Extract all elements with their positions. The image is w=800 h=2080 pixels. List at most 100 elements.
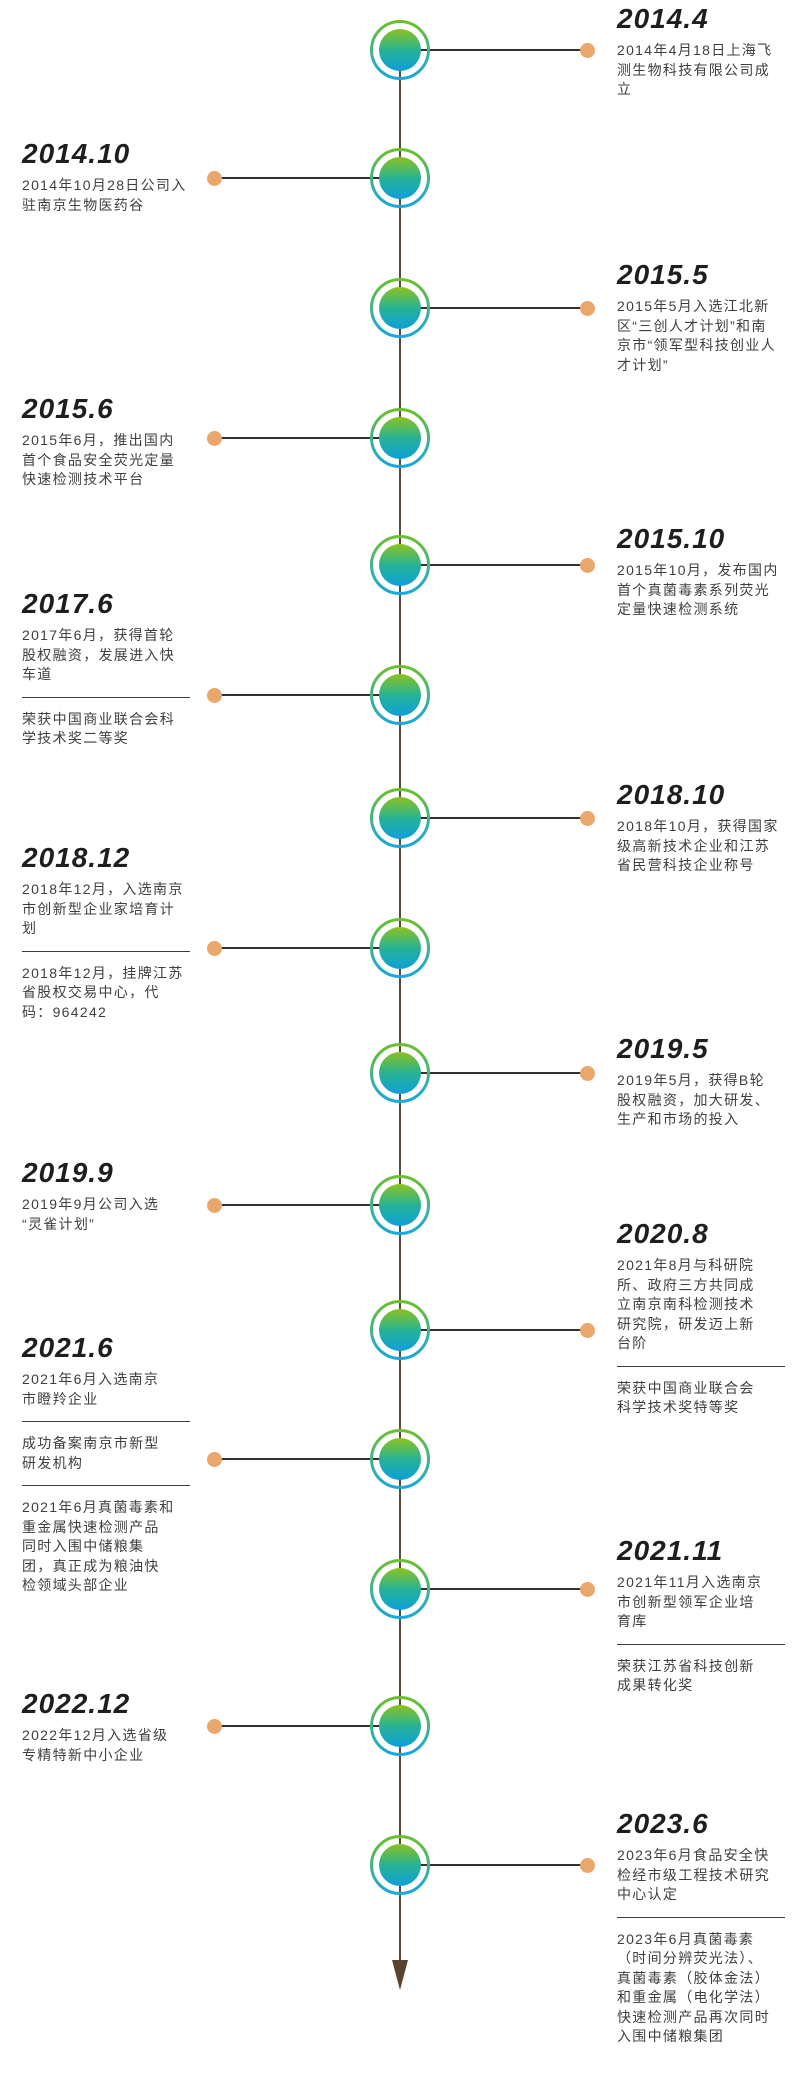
section-divider (22, 1485, 190, 1486)
connector-line (216, 694, 400, 696)
timeline-axis-line (399, 50, 401, 1962)
gradient-circle-node-icon (370, 20, 430, 80)
section-divider (22, 1421, 190, 1422)
entry-date: 2023.6 (617, 1808, 709, 1839)
gradient-circle-node-icon (370, 535, 430, 595)
timeline-entry: 2021.6 2021年6月入选南京 市瞪羚企业 成功备案南京市新型 研发机构 … (22, 1331, 208, 1596)
entry-description: 2015年6月，推出国内 首个食品安全荧光定量 快速检测技术平台 (22, 432, 175, 487)
gradient-circle-node-icon (370, 1696, 430, 1756)
entry-description: 2021年8月与科研院 所、政府三方共同成 立南京南科检测技术 研究院，研发迈上… (617, 1257, 755, 1351)
timeline-entry: 2018.12 2018年12月，入选南京 市创新型企业家培育计 划 2018年… (22, 841, 208, 1022)
entry-description: 2021年6月入选南京 市瞪羚企业 (22, 1371, 160, 1407)
section-divider (617, 1365, 785, 1367)
timeline-entry: 2019.9 2019年9月公司入选 “灵雀计划” (22, 1156, 208, 1234)
entry-date: 2018.10 (617, 779, 726, 810)
gradient-circle-node-icon (370, 1559, 430, 1619)
gradient-circle-node-icon (370, 1043, 430, 1103)
entry-description: 荣获江苏省科技创新 成果转化奖 (617, 1657, 755, 1694)
entry-date: 2019.9 (22, 1157, 114, 1188)
entry-date: 2015.6 (22, 393, 114, 424)
connector-line (400, 1864, 584, 1866)
connector-line (400, 564, 584, 566)
connector-endpoint-dot (207, 1198, 222, 1213)
gradient-circle-node-icon (370, 665, 430, 725)
section-divider (617, 1643, 785, 1645)
connector-line (400, 1072, 584, 1074)
entry-description: 2014年4月18日上海飞 测生物科技有限公司成 立 (617, 42, 773, 97)
timeline-entry: 2022.12 2022年12月入选省级 专精特新中小企业 (22, 1687, 208, 1765)
entry-date: 2015.5 (617, 259, 709, 290)
entry-description: 2022年12月入选省级 专精特新中小企业 (22, 1727, 169, 1763)
entry-date: 2021.11 (617, 1535, 724, 1566)
connector-line (216, 1204, 400, 1206)
gradient-circle-node-icon (370, 1429, 430, 1489)
entry-description: 2023年6月食品安全快 检经市级工程技术研究 中心认定 (617, 1847, 770, 1902)
entry-description: 2014年10月28日公司入 驻南京生物医药谷 (22, 177, 187, 213)
entry-date: 2020.8 (617, 1218, 709, 1249)
entry-description: 2019年9月公司入选 “灵雀计划” (22, 1196, 160, 1232)
connector-line (400, 1329, 584, 1331)
connector-line (400, 1588, 584, 1590)
connector-endpoint-dot (580, 1066, 595, 1081)
connector-endpoint-dot (207, 941, 222, 956)
timeline-entry: 2023.6 2023年6月食品安全快 检经市级工程技术研究 中心认定 2023… (617, 1807, 800, 2047)
entry-description: 2019年5月，获得B轮 股权融资，加大研发、 生产和市场的投入 (617, 1072, 770, 1127)
connector-endpoint-dot (580, 43, 595, 58)
connector-line (216, 1458, 400, 1460)
entry-date: 2022.12 (22, 1688, 131, 1719)
entry-description: 2023年6月真菌毒素 （时间分辨荧光法）、 真菌毒素（胶体金法） 和重金属（电… (617, 1930, 770, 2045)
timeline-entry: 2014.10 2014年10月28日公司入 驻南京生物医药谷 (22, 137, 208, 215)
connector-line (216, 177, 400, 179)
timeline-entry: 2018.10 2018年10月，获得国家 级高新技术企业和江苏 省民营科技企业… (617, 778, 800, 876)
section-divider (22, 950, 190, 952)
entry-description: 2017年6月，获得首轮 股权融资，发展进入快 车道 (22, 627, 175, 682)
entry-description: 2021年6月真菌毒素和 重金属快速检测产品 同时入围中储粮集 团，真正成为粮油… (22, 1499, 175, 1593)
timeline-entry: 2020.8 2021年8月与科研院 所、政府三方共同成 立南京南科检测技术 研… (617, 1217, 800, 1418)
entry-description: 2021年11月入选南京 市创新型领军企业培 育库 (617, 1574, 763, 1629)
entry-description: 2018年12月，挂牌江苏 省股权交易中心，代 码：964242 (22, 964, 184, 1020)
timeline-entry: 2015.10 2015年10月，发布国内 首个真菌毒素系列荧光 定量快速检测系… (617, 522, 800, 620)
connector-endpoint-dot (207, 1719, 222, 1734)
connector-line (400, 49, 584, 51)
entry-date: 2019.5 (617, 1033, 709, 1064)
section-divider (22, 696, 190, 698)
entry-date: 2017.6 (22, 588, 114, 619)
connector-endpoint-dot (207, 688, 222, 703)
connector-endpoint-dot (207, 431, 222, 446)
connector-endpoint-dot (580, 301, 595, 316)
timeline-entry: 2015.6 2015年6月，推出国内 首个食品安全荧光定量 快速检测技术平台 (22, 392, 208, 490)
entry-date: 2021.6 (22, 1332, 114, 1363)
gradient-circle-node-icon (370, 408, 430, 468)
gradient-circle-node-icon (370, 1175, 430, 1235)
connector-line (400, 817, 584, 819)
connector-line (216, 1725, 400, 1727)
connector-line (216, 437, 400, 439)
gradient-circle-node-icon (370, 1300, 430, 1360)
gradient-circle-node-icon (370, 918, 430, 978)
entry-date: 2018.12 (22, 842, 131, 873)
entry-description: 成功备案南京市新型 研发机构 (22, 1435, 160, 1471)
connector-endpoint-dot (580, 811, 595, 826)
connector-line (216, 947, 400, 949)
entry-date: 2014.4 (617, 3, 709, 34)
connector-endpoint-dot (580, 1323, 595, 1338)
entry-description: 荣获中国商业联合会科 学技术奖二等奖 (22, 710, 175, 747)
timeline-entry: 2021.11 2021年11月入选南京 市创新型领军企业培 育库 荣获江苏省科… (617, 1534, 800, 1696)
entry-description: 2018年10月，获得国家 级高新技术企业和江苏 省民营科技企业称号 (617, 818, 779, 873)
entry-description: 2015年5月入选江北新 区“三创人才计划”和南 京市“领军型科技创业人 才计划… (617, 298, 776, 373)
entry-date: 2015.10 (617, 523, 726, 554)
gradient-circle-node-icon (370, 1835, 430, 1895)
connector-endpoint-dot (207, 171, 222, 186)
down-arrow-icon (392, 1960, 408, 1990)
entry-description: 2018年12月，入选南京 市创新型企业家培育计 划 (22, 881, 184, 936)
connector-line (400, 307, 584, 309)
entry-date: 2014.10 (22, 138, 131, 169)
entry-description: 荣获中国商业联合会 科学技术奖特等奖 (617, 1379, 755, 1416)
connector-endpoint-dot (580, 1582, 595, 1597)
connector-endpoint-dot (580, 1858, 595, 1873)
connector-endpoint-dot (580, 558, 595, 573)
gradient-circle-node-icon (370, 148, 430, 208)
gradient-circle-node-icon (370, 788, 430, 848)
connector-endpoint-dot (207, 1452, 222, 1467)
